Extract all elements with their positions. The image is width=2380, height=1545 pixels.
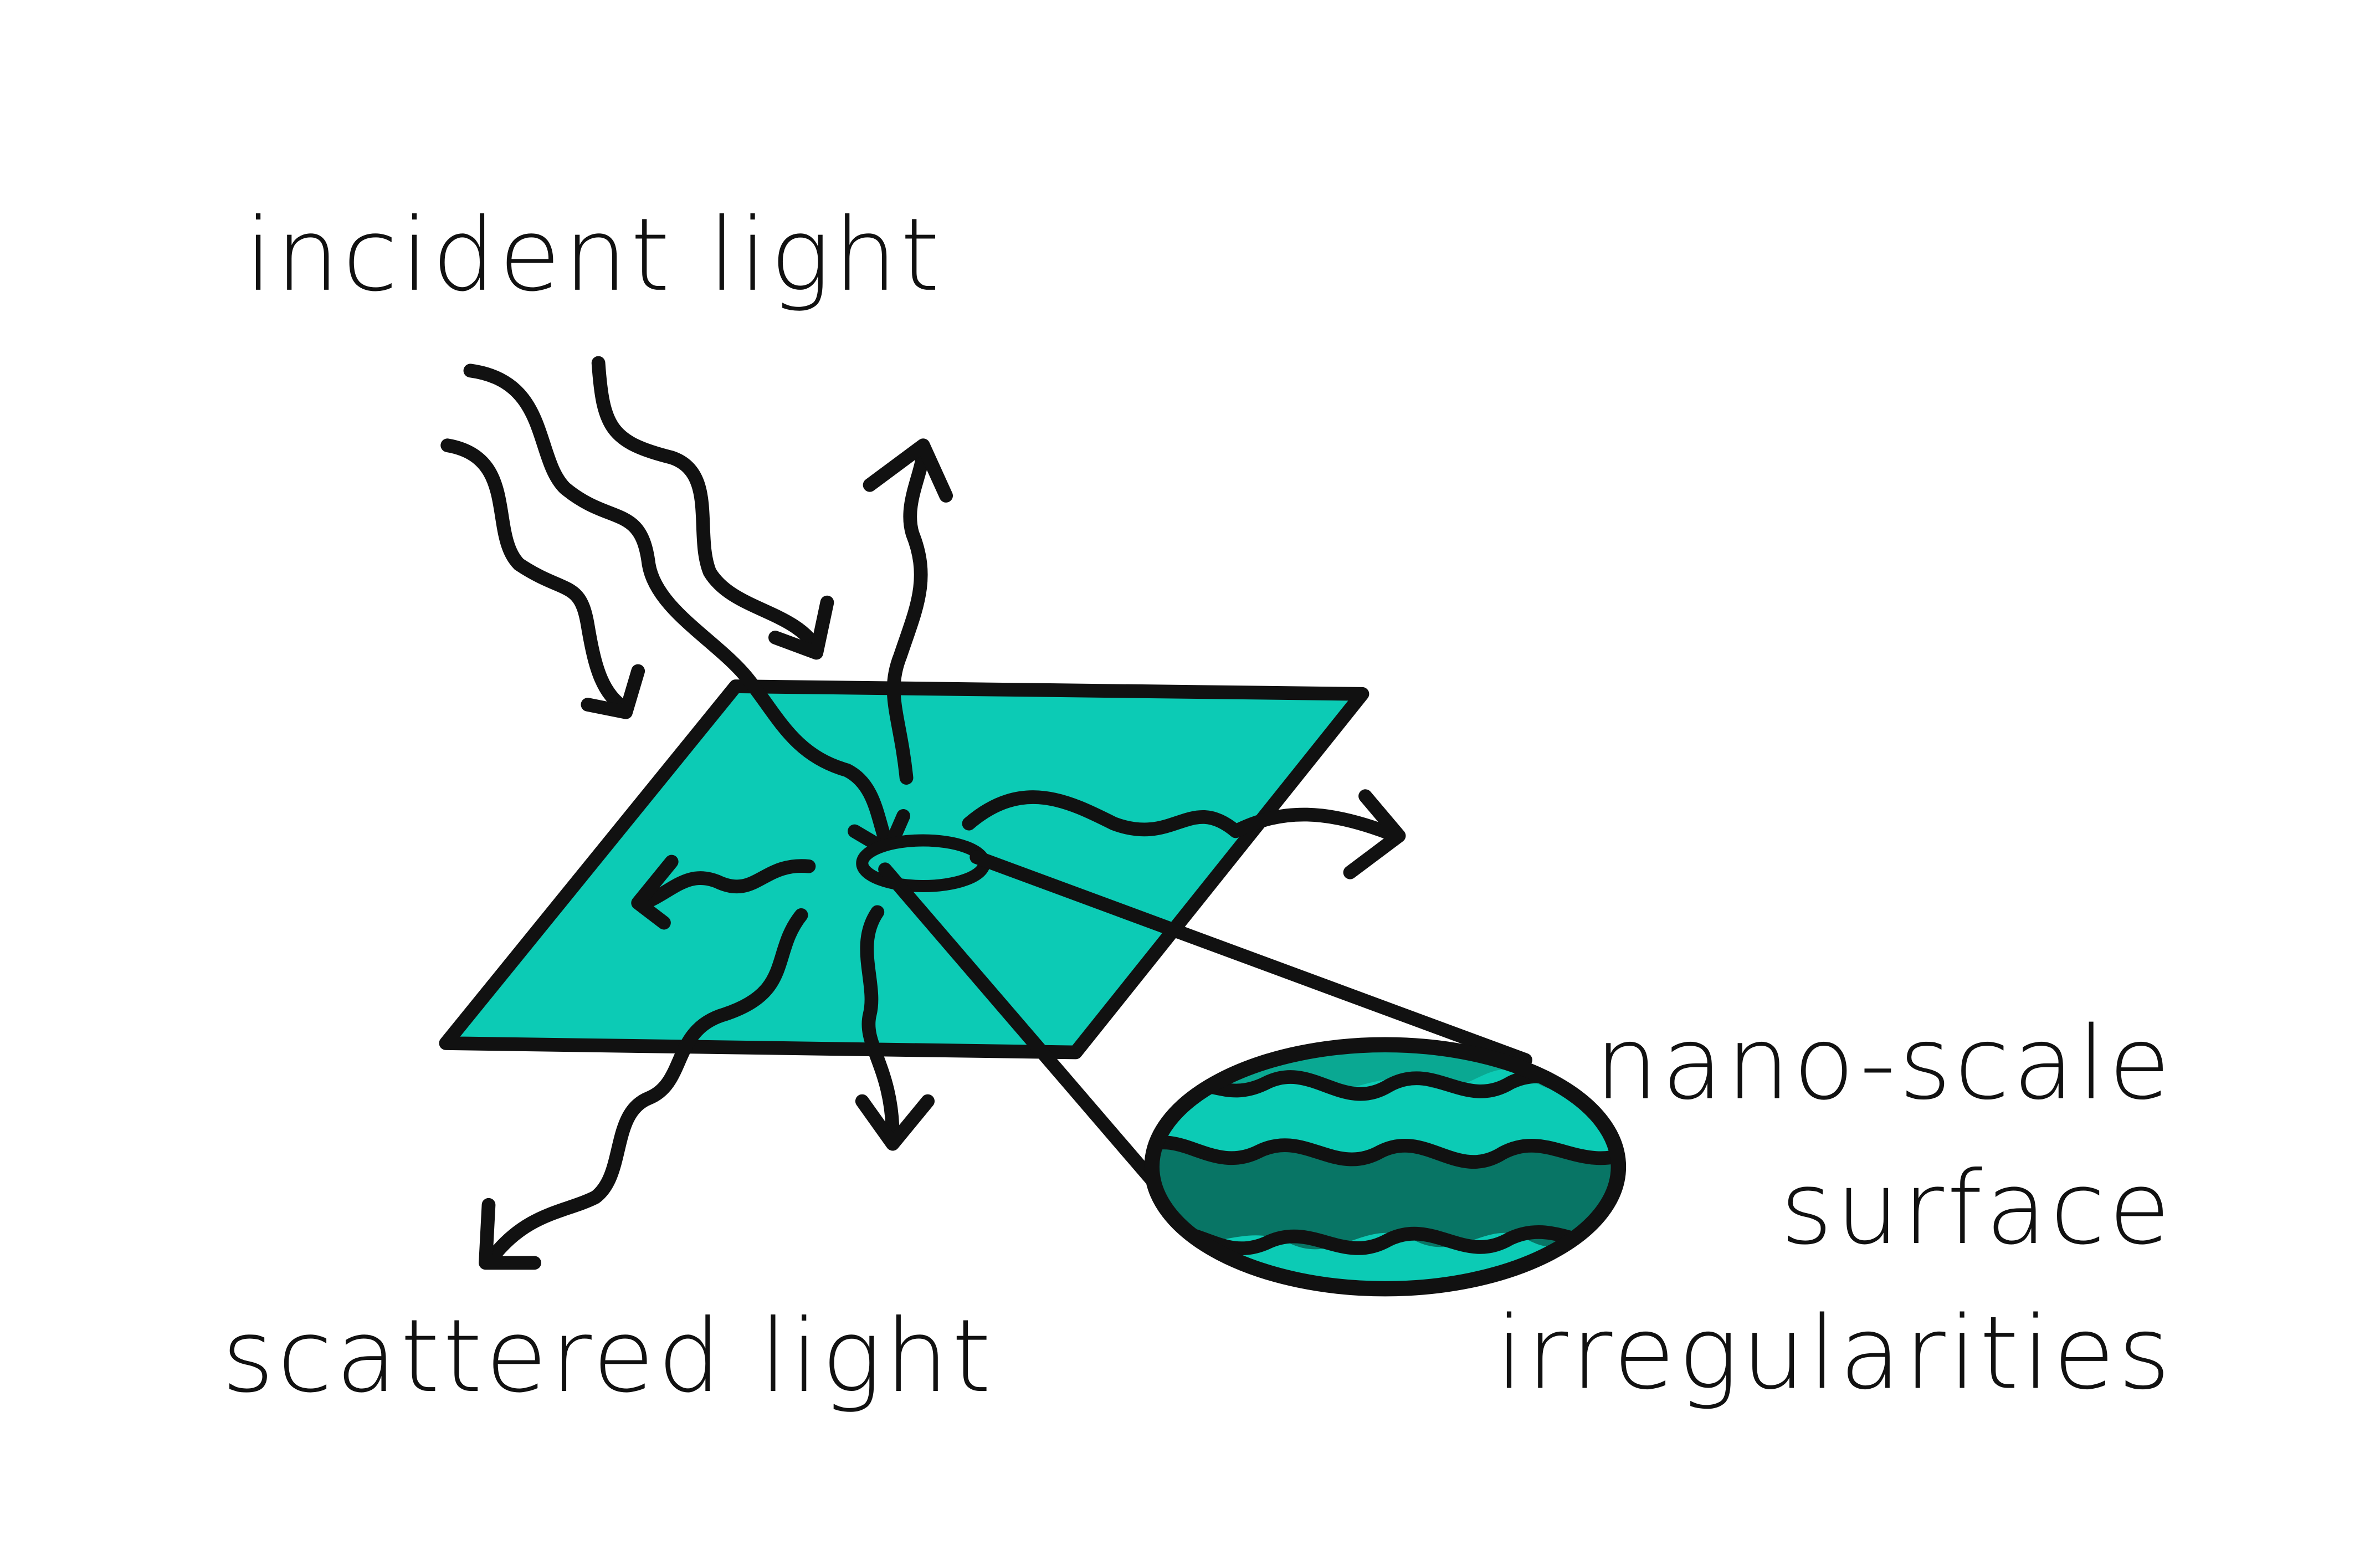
scattered-arrowhead-left: [631, 855, 679, 930]
incident-arrowhead-1: [581, 664, 645, 719]
scattered-ray-right: [962, 790, 1403, 843]
scattered-ray-left: [637, 859, 816, 910]
zoom-line-upper: [970, 850, 1532, 1067]
scattered-arrowhead-right: [1343, 789, 1406, 879]
scattered-ray-up: [886, 443, 930, 785]
irregularities-label-line2: surface: [1780, 1149, 2173, 1267]
incident-light-label: incident light: [245, 196, 943, 314]
scattered-arrowhead-down: [855, 1094, 935, 1151]
scattered-rays: [479, 438, 1406, 1270]
incident-arrowhead-3: [768, 595, 834, 660]
dark-band: [1152, 1140, 1619, 1250]
irregularities-label-line1: nano-scale: [1595, 1005, 2174, 1122]
scattered-light-label: scattered light: [222, 1297, 994, 1415]
scattered-ray-bottom-left: [485, 908, 808, 1265]
magnified-ellipse-outline: [1144, 1037, 1627, 1297]
incident-ray-3: [591, 356, 824, 656]
scattered-ray-down: [860, 905, 900, 1143]
scattered-arrowhead-up: [863, 438, 953, 503]
incident-ray-2: [463, 364, 895, 853]
magnified-surface: [1152, 1045, 1619, 1289]
zoom-line-lower: [878, 862, 1200, 1235]
scattered-arrowhead-bottom-left: [479, 1198, 541, 1270]
focus-spot: [856, 834, 991, 893]
incident-ray-1: [440, 438, 633, 717]
irregularities-label-line3: irregularities: [1496, 1295, 2174, 1412]
